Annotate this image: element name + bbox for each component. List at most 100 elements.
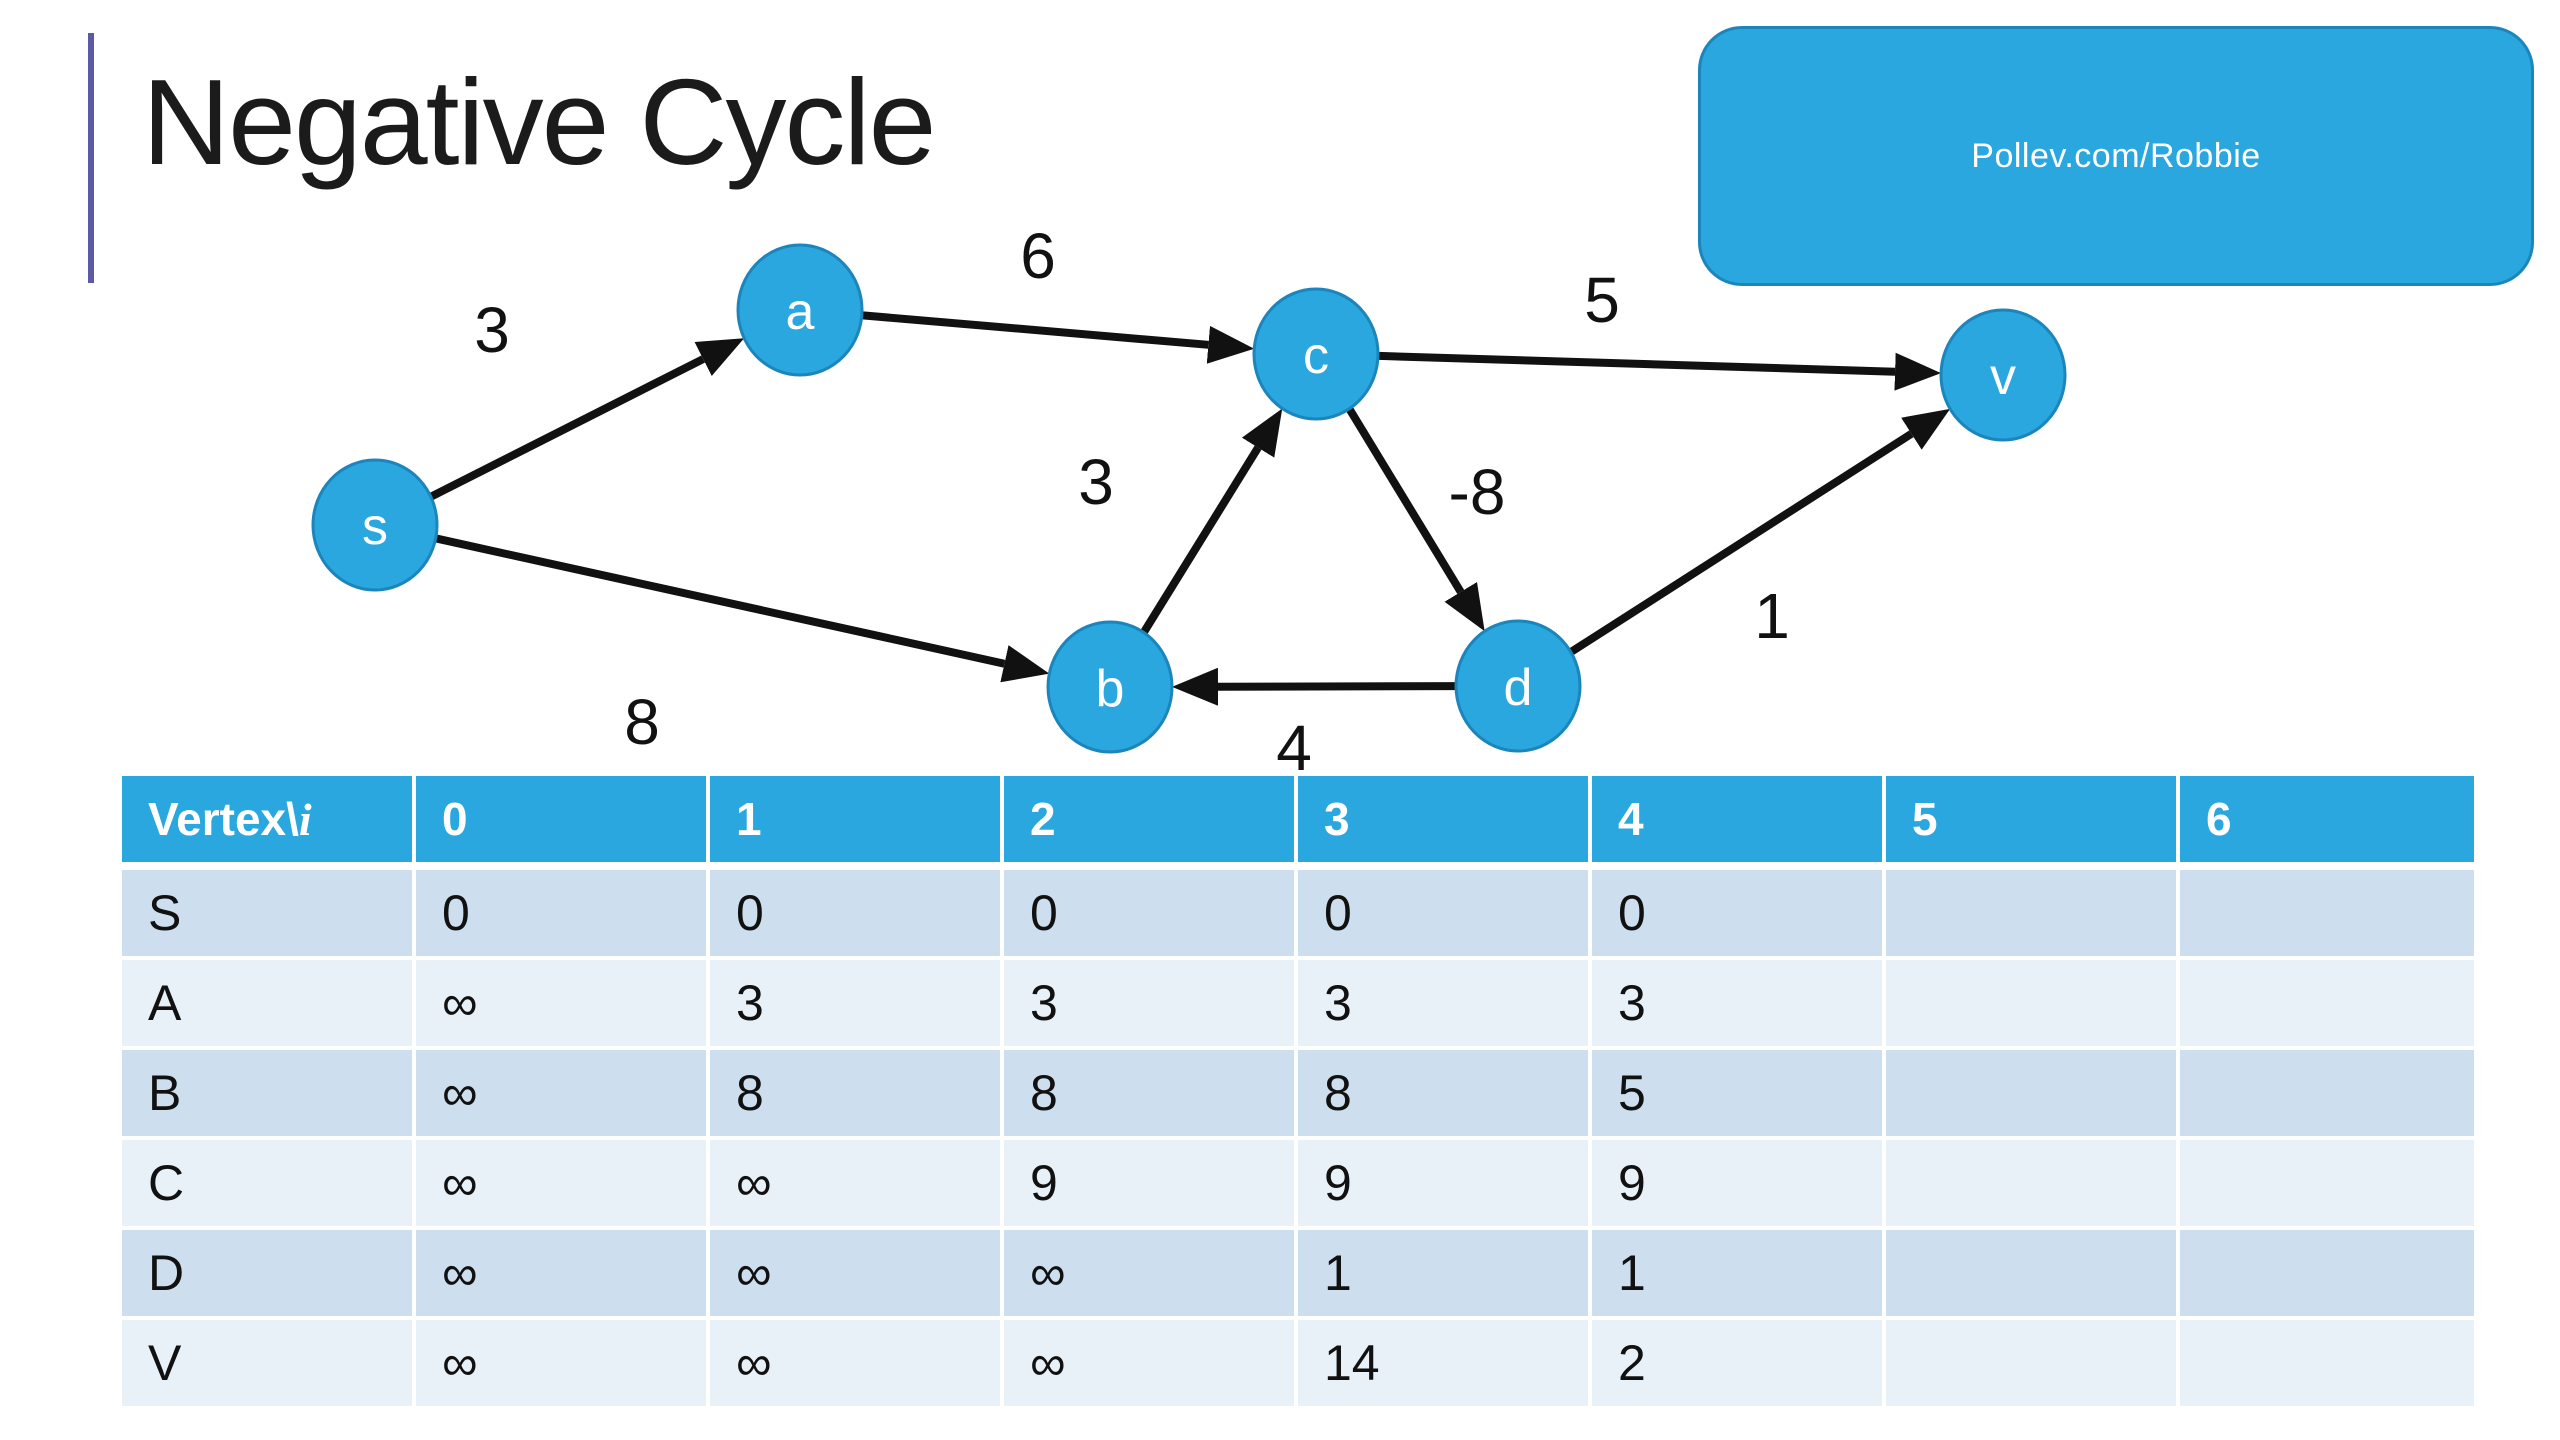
table-cell [1886,960,2180,1050]
table-cell: 0 [416,870,710,960]
pollev-box: Pollev.com/Robbie [1698,26,2534,286]
edge-s-a [429,338,745,500]
edge-weight-label-s-a: 3 [474,294,510,366]
column-header-3: 3 [1298,776,1592,870]
table-cell: 8 [1298,1050,1592,1140]
table-cell: ∞ [710,1140,1004,1230]
column-header-5: 5 [1886,776,2180,870]
table-cell [2180,960,2474,1050]
node-label-a: a [786,283,815,341]
column-header-4: 4 [1592,776,1886,870]
pollev-link-label: Pollev.com/Robbie [1971,136,2261,175]
table-cell: ∞ [416,1050,710,1140]
table-cell: ∞ [1004,1230,1298,1320]
table-cell: ∞ [710,1320,1004,1410]
table-cell: 3 [710,960,1004,1050]
node-d [1454,619,1582,753]
row-label-cell: D [122,1230,416,1320]
edge-weight-label-s-b: 8 [624,686,660,758]
column-header-6: 6 [2180,776,2474,870]
table-cell: 3 [1592,960,1886,1050]
column-header-2: 2 [1004,776,1298,870]
node-label-c: c [1303,327,1329,385]
table-cell: 3 [1004,960,1298,1050]
row-label-cell: C [122,1140,416,1230]
table-cell: 3 [1298,960,1592,1050]
edge-weight-label-d-v: 1 [1754,580,1790,652]
table-cell [1886,1050,2180,1140]
table-cell: ∞ [416,1230,710,1320]
edge-b-c [1140,408,1283,634]
row-label-cell: V [122,1320,416,1410]
edge-d-v [1569,408,1951,655]
row-label-cell: B [122,1050,416,1140]
edge-a-c [862,311,1255,364]
node-c [1252,287,1380,421]
edge-weight-label-c-v: 5 [1584,264,1620,336]
edge-c-v [1378,351,1942,391]
corner-backslash: \ [286,793,299,845]
table-cell: ∞ [710,1230,1004,1320]
table-cell: 9 [1592,1140,1886,1230]
table-cell [2180,1320,2474,1410]
table-cell: ∞ [416,1320,710,1410]
edge-label-layer: 3 6 5 3 -8 1 8 4 [474,220,1790,784]
edge-weight-label-b-c: 3 [1078,446,1114,518]
table-cell: 14 [1298,1320,1592,1410]
page-title: Negative Cycle [142,54,936,190]
table-cell [1886,1320,2180,1410]
node-v [1939,308,2067,442]
table-cell [1886,1230,2180,1320]
table-cell: 0 [1298,870,1592,960]
corner-italic-i: i [298,794,312,845]
table-cell: 8 [710,1050,1004,1140]
edge-d-b [1171,667,1456,706]
table-cell [1886,870,2180,960]
edge-c-d [1346,407,1485,632]
edge-weight-label-a-c: 6 [1020,220,1056,292]
corner-bold: Vertex [148,793,287,845]
table-cell: ∞ [416,960,710,1050]
table-cell [2180,1050,2474,1140]
table-cell [1886,1140,2180,1230]
table-cell [2180,870,2474,960]
edge-s-b [435,534,1050,683]
table-cell: ∞ [1004,1320,1298,1410]
row-label-cell: S [122,870,416,960]
table-cell: 9 [1298,1140,1592,1230]
table-cell: 1 [1298,1230,1592,1320]
table-cell: 5 [1592,1050,1886,1140]
table-cell: 8 [1004,1050,1298,1140]
table-cell [2180,1230,2474,1320]
node-a [736,243,864,377]
node-label-d: d [1504,659,1533,717]
table-cell: 0 [1592,870,1886,960]
row-label-cell: A [122,960,416,1050]
node-label-s: s [362,498,388,556]
edge-weight-label-c-d: -8 [1449,456,1506,528]
node-b [1046,620,1174,754]
table-cell: 1 [1592,1230,1886,1320]
accent-bar [88,33,94,283]
node-s [311,458,439,592]
table-cell: 2 [1592,1320,1886,1410]
edge-weight-label-d-b: 4 [1276,712,1312,784]
table-cell [2180,1140,2474,1230]
column-header-1: 1 [710,776,1004,870]
node-label-b: b [1096,660,1125,718]
table-cell: 0 [710,870,1004,960]
edge-layer [429,311,1951,706]
corner-header-cell: Vertex\i [122,776,416,870]
